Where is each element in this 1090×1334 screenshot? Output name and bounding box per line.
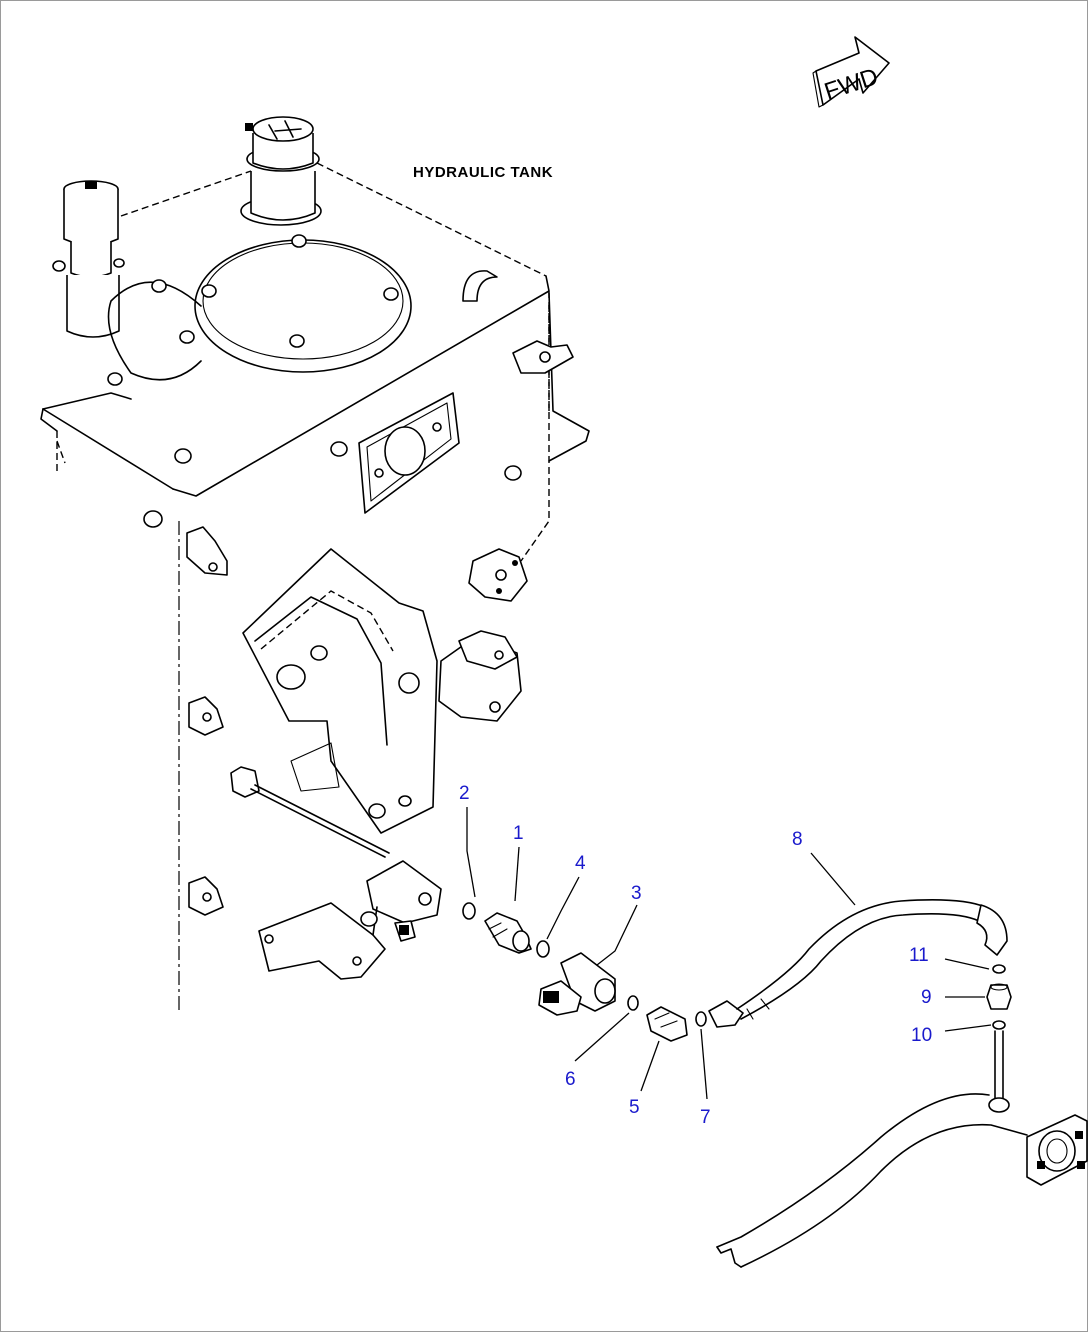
connector-part-9	[986, 983, 1012, 1010]
callout-10: 10	[911, 1025, 932, 1046]
oring-part-2	[462, 902, 476, 920]
callout-numbers: 2 1 4 3 6 5 7 8 11 9 10	[459, 783, 932, 1128]
port-flange	[468, 548, 528, 602]
fitting-part-1	[484, 912, 532, 954]
oring-part-4	[536, 940, 550, 958]
oring-part-7	[695, 1011, 707, 1027]
hydraulic-tank	[40, 116, 590, 1011]
valve-part-3	[538, 952, 616, 1016]
callout-3: 3	[631, 883, 642, 904]
callout-6: 6	[565, 1069, 576, 1090]
round-cover	[107, 234, 522, 528]
callout-2: 2	[459, 783, 470, 804]
callout-9: 9	[921, 987, 932, 1008]
oring-part-6	[627, 995, 639, 1011]
lifting-handle	[462, 270, 498, 302]
hose-part-8	[708, 899, 1008, 1028]
callout-1: 1	[513, 823, 524, 844]
wall-clips-left	[186, 526, 228, 916]
oring-part-11	[992, 964, 1006, 974]
hydraulic-tank-label: HYDRAULIC TANK	[413, 164, 553, 181]
callout-4: 4	[575, 853, 586, 874]
inspection-plate	[358, 392, 460, 514]
wall-clamp-upper	[512, 340, 574, 374]
filter-canister	[52, 180, 125, 338]
leader-lines	[466, 807, 992, 1100]
callout-5: 5	[629, 1097, 640, 1118]
pin-assembly	[230, 766, 390, 858]
callout-11: 11	[909, 945, 929, 966]
lower-bracket	[258, 860, 442, 980]
elbow-part-5	[646, 1006, 688, 1042]
oring-part-10	[992, 1020, 1006, 1030]
mounting-bracket	[242, 548, 522, 834]
fwd-arrow-sign: FWD	[812, 36, 890, 108]
lower-pipe-flange	[716, 1093, 1088, 1268]
filler-cap	[240, 116, 322, 226]
callout-8: 8	[792, 829, 803, 850]
callout-7: 7	[700, 1107, 711, 1128]
